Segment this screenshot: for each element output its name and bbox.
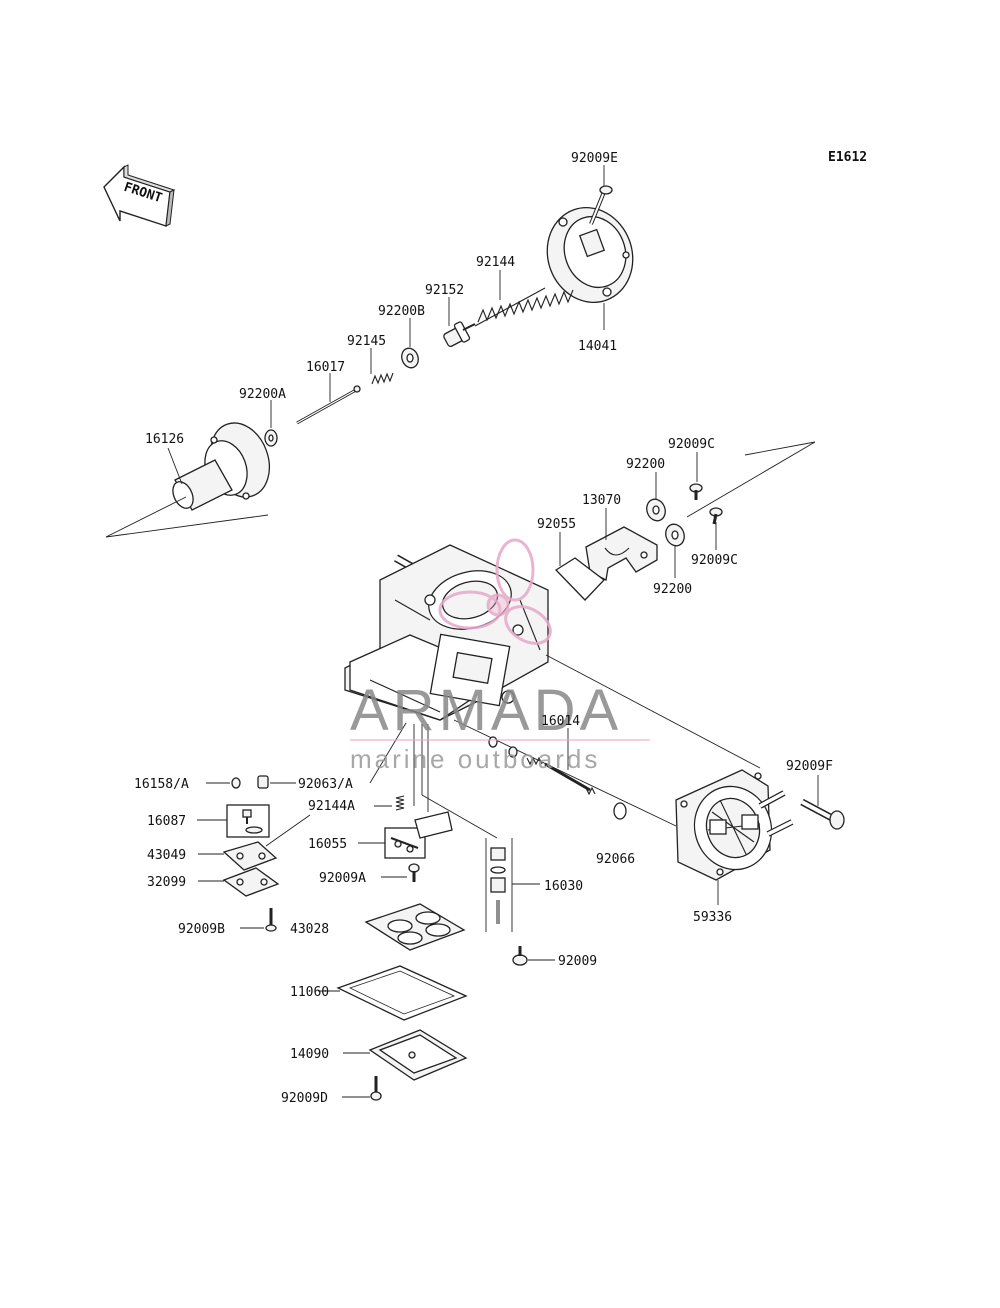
label-43049: 43049 — [147, 848, 186, 863]
gasket-11060 — [336, 965, 468, 1021]
washer-92200A — [264, 429, 278, 447]
gasket-43028 — [364, 903, 466, 951]
fuel-pump-59336 — [675, 769, 794, 881]
spring-92144 — [474, 287, 574, 327]
watermark-tagline: marine outboards — [350, 744, 600, 774]
screw-92009C-b — [709, 507, 723, 525]
label-16158A: 16158/A — [134, 777, 189, 792]
label-16087: 16087 — [147, 814, 186, 829]
oring-92066 — [613, 802, 627, 820]
screw-92009C-a — [689, 483, 703, 500]
screw-92009B — [265, 908, 277, 932]
label-16030: 16030 — [544, 879, 583, 894]
screw-92009E — [589, 185, 613, 225]
plate-43049 — [222, 841, 278, 871]
label-59336: 59336 — [693, 910, 732, 925]
part-labels: 92009E 14041 92144 92152 92200B 92145 16… — [134, 151, 833, 1106]
label-92009: 92009 — [558, 954, 597, 969]
kit-16055 — [384, 811, 453, 859]
label-92009D: 92009D — [281, 1091, 328, 1106]
label-13070: 13070 — [582, 493, 621, 508]
needle-valve-16030 — [490, 847, 506, 924]
screw-92009A — [408, 863, 420, 882]
label-14041: 14041 — [578, 339, 617, 354]
fitting-92152 — [443, 321, 476, 347]
spring-92145 — [371, 372, 394, 385]
label-92009C-b: 92009C — [691, 553, 738, 568]
label-16014: 16014 — [541, 714, 580, 729]
label-92145: 92145 — [347, 334, 386, 349]
bolt-92009F — [800, 798, 845, 830]
watermark-brand: ARMADA — [350, 678, 622, 743]
washer-92200B — [401, 347, 419, 369]
plug-92063A — [257, 775, 269, 789]
label-92200-a: 92200 — [626, 457, 665, 472]
label-92063A: 92063/A — [298, 777, 353, 792]
plug-16158A — [231, 777, 241, 789]
label-92200-b: 92200 — [653, 582, 692, 597]
label-92055: 92055 — [537, 517, 576, 532]
diagram-code: E1612 — [828, 150, 867, 165]
diaphragm-16126 — [172, 422, 270, 511]
label-14090: 14090 — [290, 1047, 329, 1062]
label-16126: 16126 — [145, 432, 184, 447]
label-11060: 11060 — [290, 985, 329, 1000]
label-92009A: 92009A — [319, 871, 366, 886]
label-92200A: 92200A — [239, 387, 286, 402]
label-32099: 32099 — [147, 875, 186, 890]
label-16017: 16017 — [306, 360, 345, 375]
label-92009B: 92009B — [178, 922, 225, 937]
label-92144A: 92144A — [308, 799, 355, 814]
label-16055: 16055 — [308, 837, 347, 852]
washer-92200-b — [665, 523, 685, 547]
label-92009C-a: 92009C — [668, 437, 715, 452]
gasket-92055 — [554, 557, 605, 601]
top-cover-14041 — [546, 207, 634, 303]
label-92152: 92152 — [425, 283, 464, 298]
cover-14090 — [368, 1029, 468, 1081]
label-43028: 43028 — [290, 922, 329, 937]
washer-92200-a — [646, 498, 666, 522]
plate-32099 — [222, 867, 280, 897]
carburetor-body — [344, 544, 549, 721]
label-92066: 92066 — [596, 852, 635, 867]
label-92200B: 92200B — [378, 304, 425, 319]
label-92009E: 92009E — [571, 151, 618, 166]
kit-16087 — [226, 804, 270, 838]
spring-92144A — [395, 795, 405, 811]
bracket-13070 — [585, 526, 658, 581]
screw-92009D — [370, 1076, 382, 1101]
label-92144: 92144 — [476, 255, 515, 270]
front-arrow-icon: FRONT — [103, 164, 176, 227]
watermark: ARMADA marine outboards — [350, 538, 650, 774]
screw-92009 — [512, 946, 528, 966]
label-92009F: 92009F — [786, 759, 833, 774]
watermark-logo-icon — [438, 538, 552, 645]
needle-16017 — [296, 385, 361, 425]
